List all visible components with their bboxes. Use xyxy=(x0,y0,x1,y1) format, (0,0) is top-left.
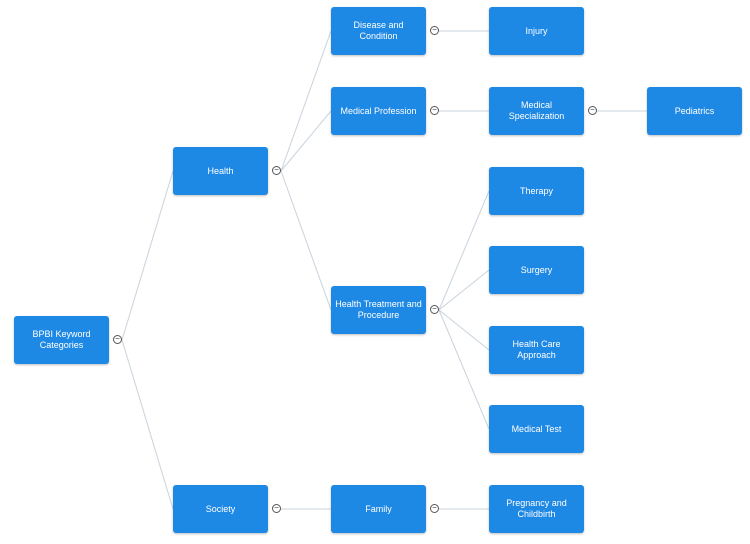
collapse-toggle-health[interactable]: − xyxy=(272,166,281,175)
node-pediatrics[interactable]: Pediatrics xyxy=(647,87,742,135)
connector-treatment-8 xyxy=(438,190,490,311)
node-medical-specialization[interactable]: Medical Specialization xyxy=(489,87,584,135)
node-pregnancy-and-childbirth[interactable]: Pregnancy and Childbirth xyxy=(489,485,584,533)
node-disease-and-condition[interactable]: Disease and Condition xyxy=(331,7,426,55)
connector-root-0 xyxy=(121,170,174,341)
collapse-toggle-family[interactable]: − xyxy=(430,504,439,513)
connector-health-4 xyxy=(280,170,332,311)
node-medical-profession[interactable]: Medical Profession xyxy=(331,87,426,135)
node-health[interactable]: Health xyxy=(173,147,268,195)
node-health-care-approach[interactable]: Health Care Approach xyxy=(489,326,584,374)
connector-health-2 xyxy=(280,30,332,172)
collapse-toggle-society[interactable]: − xyxy=(272,504,281,513)
node-health-treatment-and-procedure[interactable]: Health Treatment and Procedure xyxy=(331,286,426,334)
node-surgery[interactable]: Surgery xyxy=(489,246,584,294)
collapse-toggle-specialization[interactable]: − xyxy=(588,106,597,115)
collapse-toggle-treatment[interactable]: − xyxy=(430,305,439,314)
connector-health-3 xyxy=(280,110,332,172)
collapse-toggle-profession[interactable]: − xyxy=(430,106,439,115)
connector-treatment-11 xyxy=(438,309,490,430)
connector-treatment-10 xyxy=(438,309,490,351)
node-therapy[interactable]: Therapy xyxy=(489,167,584,215)
node-medical-test[interactable]: Medical Test xyxy=(489,405,584,453)
collapse-toggle-disease[interactable]: − xyxy=(430,26,439,35)
connector-root-1 xyxy=(121,339,174,510)
node-injury[interactable]: Injury xyxy=(489,7,584,55)
node-society[interactable]: Society xyxy=(173,485,268,533)
node-bpbi-keyword-categories[interactable]: BPBI Keyword Categories xyxy=(14,316,109,364)
connector-treatment-9 xyxy=(438,269,490,311)
node-family[interactable]: Family xyxy=(331,485,426,533)
collapse-toggle-root[interactable]: − xyxy=(113,335,122,344)
